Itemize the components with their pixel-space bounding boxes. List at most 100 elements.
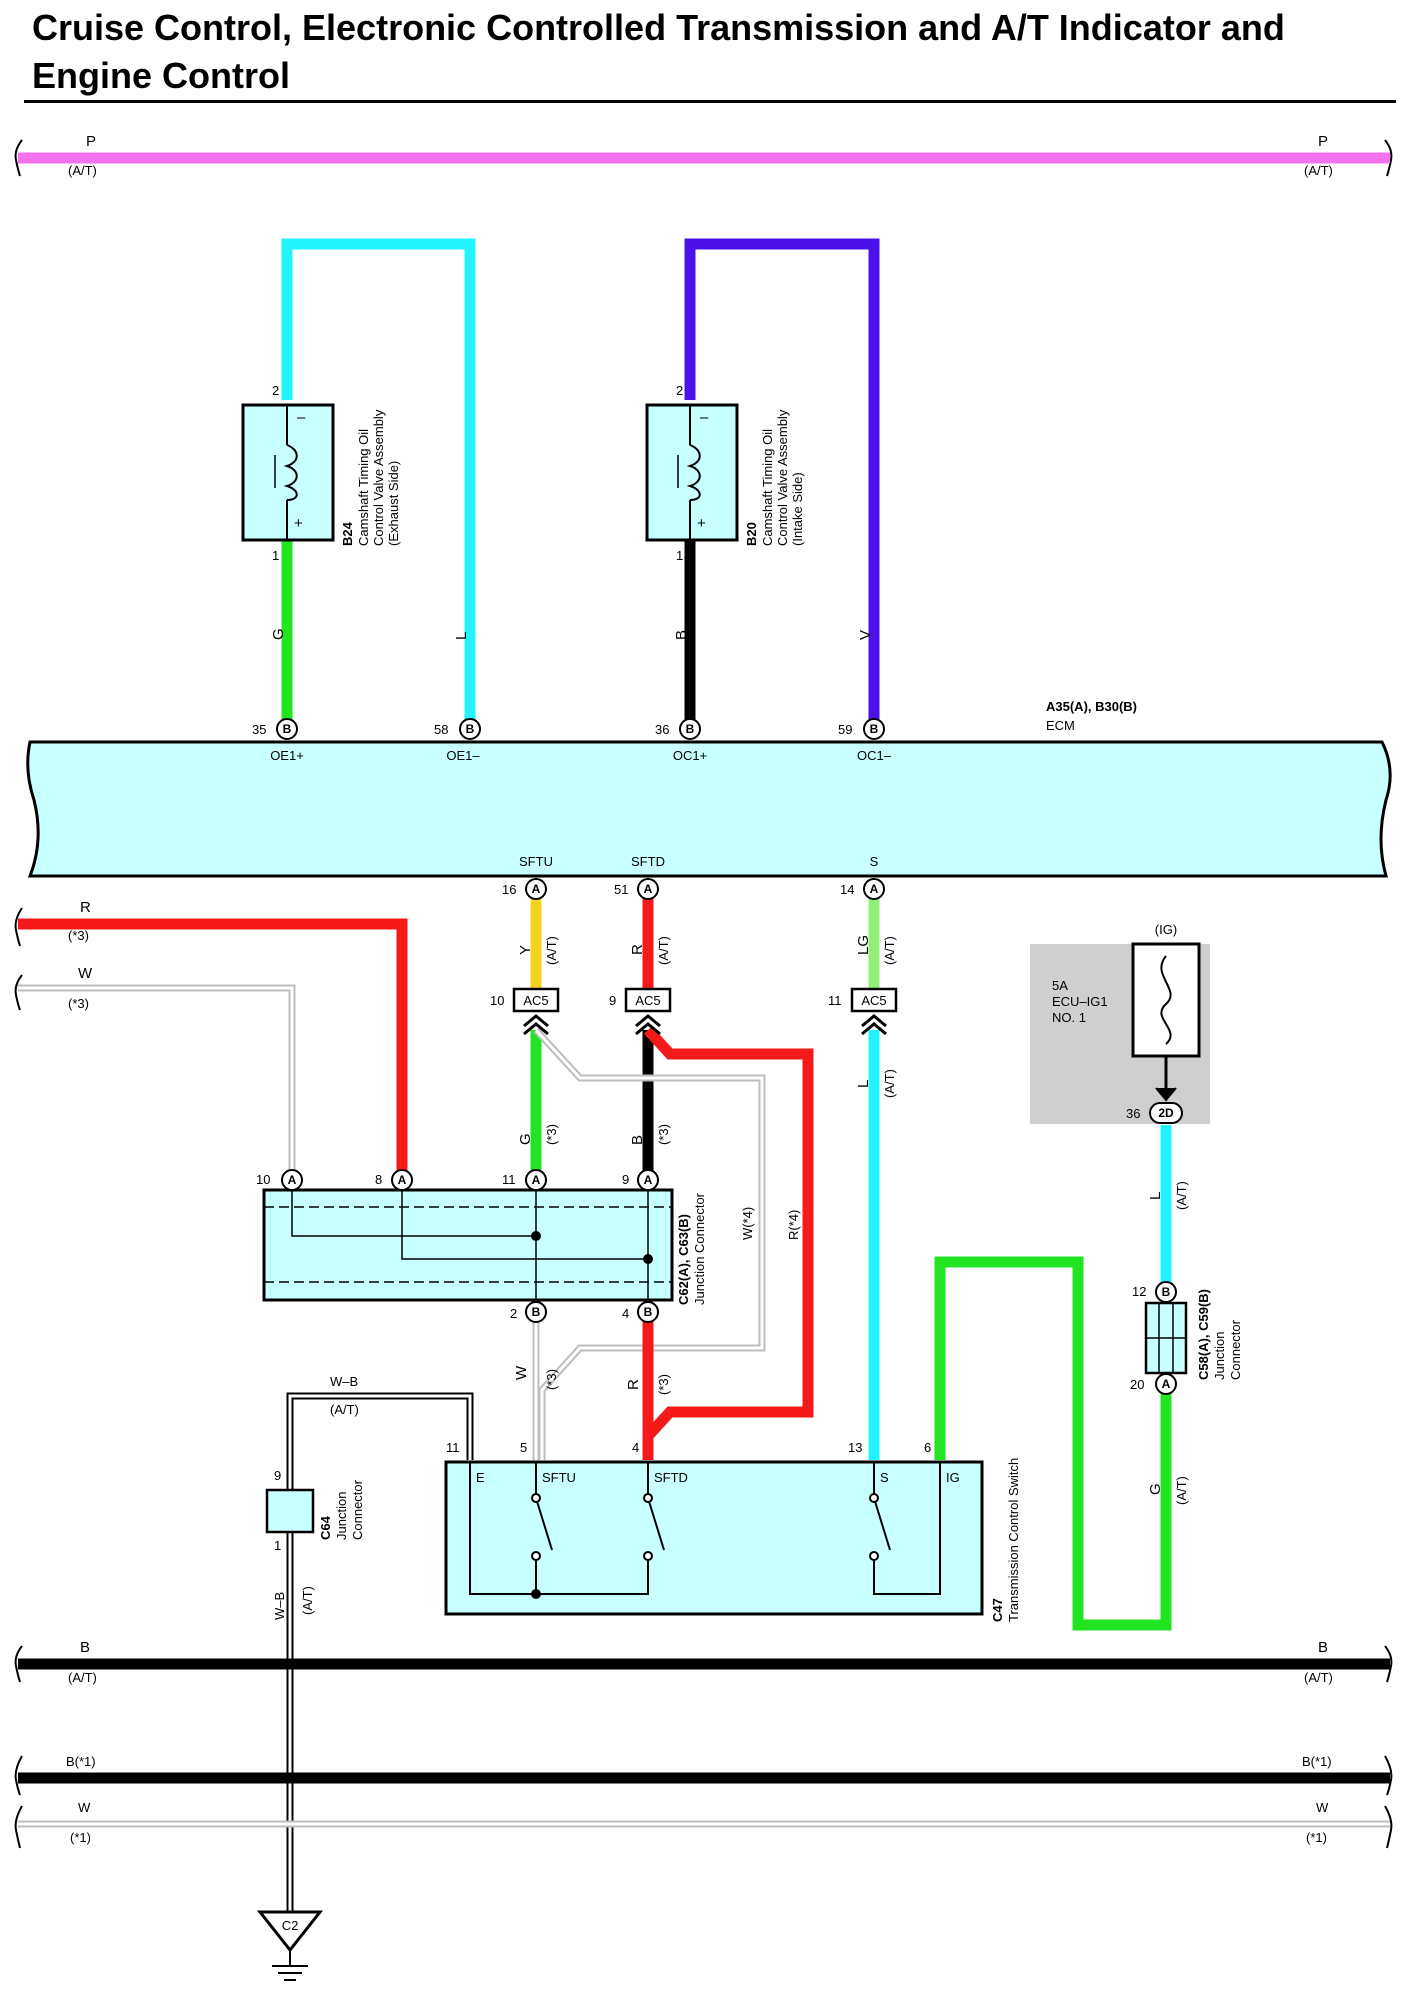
- svg-text:B: B: [80, 1639, 90, 1656]
- svg-text:10: 10: [490, 993, 504, 1008]
- svg-text:IG: IG: [946, 1470, 960, 1485]
- b20-wire-v: V: [857, 630, 874, 640]
- b20-wire-b: B: [673, 630, 690, 640]
- svg-text:2: 2: [510, 1306, 517, 1321]
- svg-text:(*3): (*3): [656, 1374, 671, 1395]
- svg-text:(A/T): (A/T): [68, 1670, 97, 1685]
- ecm-pin-sftd: A 51 SFTD: [614, 854, 665, 900]
- svg-text:Connector: Connector: [1228, 1319, 1243, 1380]
- svg-text:A: A: [644, 1173, 653, 1187]
- svg-text:(A/T): (A/T): [1174, 1181, 1189, 1210]
- wire-r3-label: R: [80, 899, 91, 916]
- svg-text:L: L: [1147, 1192, 1164, 1200]
- b20-valve: – + 2 1 B V B20 Camshaft Timing Oil Cont…: [645, 238, 880, 729]
- svg-text:B: B: [644, 1305, 653, 1319]
- ecm-bottom-pins: A 16 SFTU A 51 SFTD A 14 S: [502, 854, 885, 900]
- b24-name-2: Control Valve Assembly: [371, 409, 386, 546]
- ac5-connectors: AC5 10 AC5 9 AC5 11: [490, 987, 898, 1036]
- b20-name-3: (Intake Side): [790, 472, 805, 546]
- b20-plus: +: [697, 515, 706, 532]
- svg-text:9: 9: [274, 1468, 281, 1483]
- ac5-sftu: AC5 10: [490, 987, 560, 1036]
- b24-minus: –: [297, 409, 306, 426]
- b20-name-2: Control Valve Assembly: [775, 409, 790, 546]
- svg-text:(*3): (*3): [544, 1124, 559, 1145]
- svg-text:A: A: [644, 882, 653, 896]
- svg-text:G: G: [1147, 1483, 1164, 1495]
- ac5-s: AC5 11: [828, 987, 898, 1036]
- page-title: Cruise Control, Electronic Controlled Tr…: [32, 7, 1285, 96]
- svg-text:20: 20: [1130, 1377, 1144, 1392]
- svg-text:B(*1): B(*1): [66, 1754, 96, 1769]
- svg-text:36: 36: [655, 722, 669, 737]
- svg-text:R: R: [625, 1379, 642, 1390]
- jc62-pin-4: B4: [622, 1301, 659, 1323]
- b20-name-1: Camshaft Timing Oil: [760, 429, 775, 546]
- svg-text:(IG): (IG): [1155, 922, 1177, 937]
- b24-valve: – + 2 1 G L B24 Camshaft Timing Oil Cont…: [241, 238, 476, 729]
- svg-text:OC1–: OC1–: [857, 748, 892, 763]
- svg-text:(*1): (*1): [70, 1830, 91, 1845]
- b24-wire-l: L: [453, 632, 470, 640]
- svg-text:11: 11: [502, 1172, 516, 1187]
- b20-minus: –: [700, 409, 709, 426]
- bus-b: B (A/T) B (A/T): [14, 1639, 1393, 1685]
- svg-text:B: B: [870, 722, 879, 736]
- svg-text:SFTD: SFTD: [654, 1470, 688, 1485]
- left-r-w-wires: R (*3) W (*3): [14, 899, 408, 1180]
- b20-pin-top: 2: [676, 383, 683, 398]
- svg-text:(A/T): (A/T): [1304, 1670, 1333, 1685]
- b20-pin-bottom: 1: [676, 548, 683, 563]
- svg-text:C47: C47: [990, 1598, 1005, 1622]
- b24-pin-top: 2: [272, 383, 279, 398]
- svg-text:Junction: Junction: [334, 1492, 349, 1540]
- svg-text:A: A: [870, 882, 879, 896]
- svg-text:C64: C64: [318, 1515, 333, 1540]
- junction-c58-c59: B 12 A 20 C58(A), C59(B) Junction Connec…: [1130, 1281, 1243, 1395]
- c47-transmission-control-switch: 11 5 4 13 6 E SFTU SFTD S IG C47 Transmi…: [444, 1440, 1021, 1622]
- svg-text:W(*4): W(*4): [740, 1207, 755, 1240]
- svg-text:A: A: [288, 1173, 297, 1187]
- svg-text:(A/T): (A/T): [330, 1402, 359, 1417]
- junction-c64: 9 1 C64 Junction Connector: [265, 1468, 365, 1553]
- bus-p-note-right: (A/T): [1304, 163, 1333, 178]
- svg-text:G: G: [517, 1133, 534, 1145]
- svg-text:10: 10: [256, 1172, 270, 1187]
- svg-text:(A/T): (A/T): [882, 936, 897, 965]
- wire-r3-note: (*3): [68, 928, 89, 943]
- svg-text:AC5: AC5: [861, 993, 886, 1008]
- ecm: A35(A), B30(B) ECM B 35 OE1+ B 58 OE1– B…: [26, 699, 1392, 878]
- svg-text:4: 4: [632, 1440, 639, 1455]
- svg-text:W: W: [78, 1800, 91, 1815]
- svg-text:W–B: W–B: [272, 1592, 287, 1620]
- title-rule: [24, 100, 1396, 103]
- svg-text:W–B: W–B: [330, 1374, 358, 1389]
- svg-text:B: B: [629, 1135, 646, 1145]
- svg-text:(A/T): (A/T): [656, 936, 671, 965]
- svg-text:A: A: [532, 882, 541, 896]
- fuse-ecu-ig1: (IG) 5A ECU–IG1 NO. 1 2D 36: [1030, 922, 1210, 1124]
- ground-c2: C2: [256, 1910, 324, 1981]
- jc62-pin-10: A 10: [256, 1169, 303, 1191]
- b24-wire-g: G: [270, 628, 287, 640]
- wb-ground-path: W–B (A/T) W–B (A/T): [272, 1374, 474, 1912]
- svg-text:5: 5: [520, 1440, 527, 1455]
- svg-text:OE1–: OE1–: [446, 748, 480, 763]
- bus-p-label-left: P: [86, 133, 96, 150]
- svg-text:12: 12: [1132, 1284, 1146, 1299]
- svg-text:35: 35: [252, 722, 266, 737]
- svg-text:L: L: [855, 1080, 872, 1088]
- b20-code: B20: [744, 522, 759, 546]
- svg-text:36: 36: [1126, 1106, 1140, 1121]
- svg-text:(A/T): (A/T): [882, 1069, 897, 1098]
- svg-text:E: E: [476, 1470, 485, 1485]
- ecm-pin-oe1-plus: B 35 OE1+: [252, 718, 304, 763]
- svg-text:R(*4): R(*4): [786, 1210, 801, 1240]
- svg-text:C2: C2: [282, 1918, 299, 1933]
- svg-text:5A: 5A: [1052, 978, 1068, 993]
- svg-text:AC5: AC5: [523, 993, 548, 1008]
- b24-plus: +: [294, 515, 303, 532]
- svg-text:B: B: [532, 1305, 541, 1319]
- sftu-wire: Y (A/T) G (*3): [517, 889, 559, 1180]
